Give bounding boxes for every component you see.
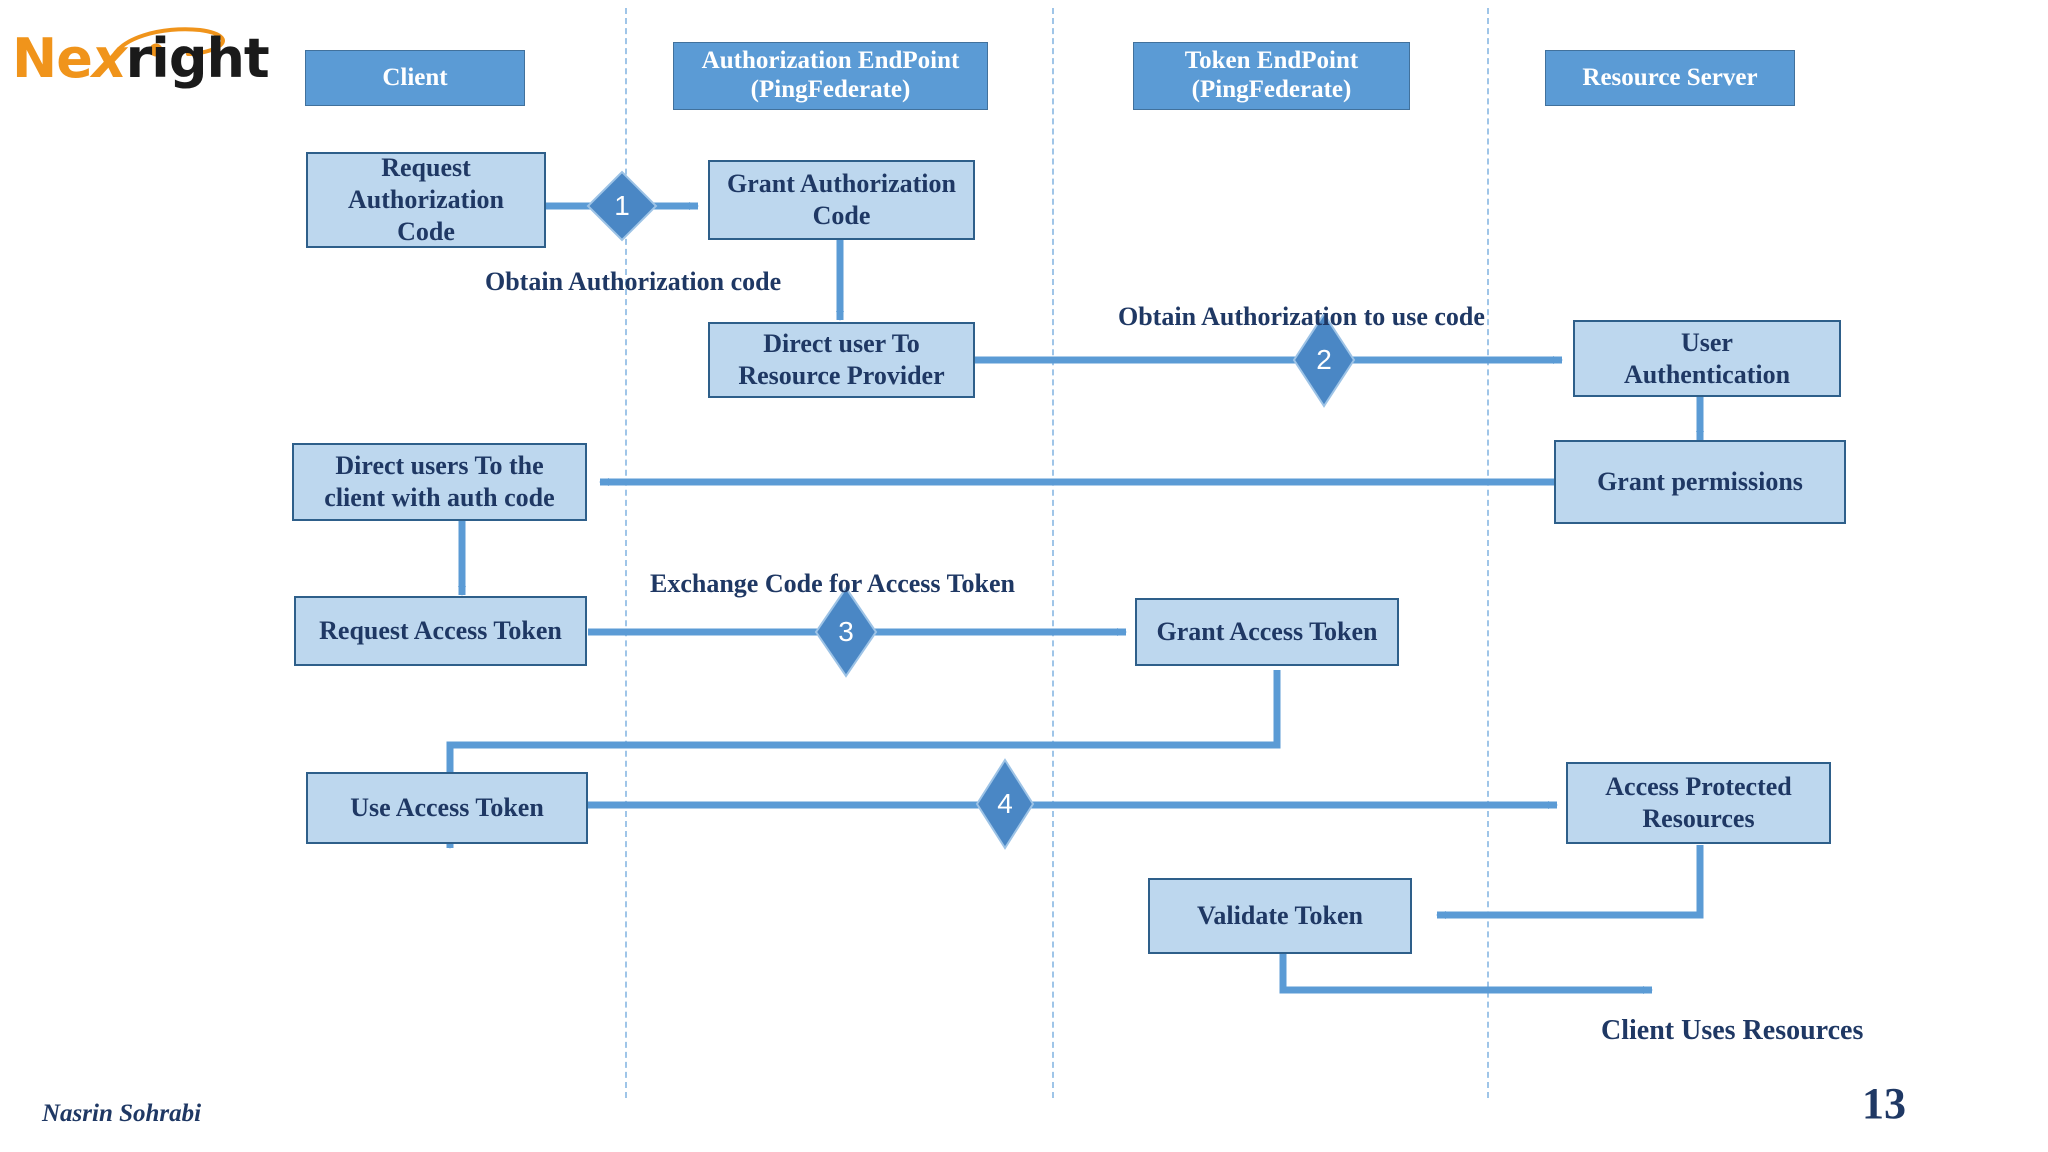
diamond-shape-1 [586,170,658,242]
diamond-shape-2 [1292,312,1356,408]
page-number: 13 [1862,1079,1906,1128]
node-direct-users-to-client-line1: Direct users To the [335,451,544,481]
node-request-access-token-line1: Request Access Token [319,616,562,646]
node-grant-access-token-line1: Grant Access Token [1156,617,1378,647]
logo-text-right: right [125,27,270,90]
logo-text-x: x [91,27,127,90]
node-direct-users-to-client: Direct users To the client with auth cod… [292,443,587,521]
node-grant-permissions: Grant permissions [1554,440,1846,524]
step-marker-1-number: 1 [614,190,630,221]
annotation-obtain-authorization-code: Obtain Authorization code [485,267,782,296]
step-marker-1: 1 [586,170,658,242]
lane-header-authorization-endpoint: Authorization EndPoint (PingFederate) [673,42,988,110]
node-access-protected-resources: Access Protected Resources [1566,762,1831,844]
lane-divider-2 [1052,8,1054,1098]
node-access-protected-resources-line2: Resources [1642,804,1755,833]
node-validate-token-line1: Validate Token [1197,901,1363,931]
lane-header-resource-server-label: Resource Server [1582,63,1758,91]
node-request-access-token: Request Access Token [294,596,587,666]
step-marker-2: 2 [1292,312,1356,408]
node-direct-user-to-resource-provider-line2: Resource Provider [738,361,945,390]
lane-header-client: Client [305,50,525,106]
node-direct-user-to-resource-provider-line1: Direct user To [763,329,920,359]
annotation-client-uses-resources: Client Uses Resources [1601,1015,1864,1046]
node-grant-permissions-line1: Grant permissions [1597,467,1803,497]
node-request-authorization-code: Request Authorization Code [306,152,546,248]
step-marker-2-number: 2 [1316,344,1332,375]
diamond-shape-4 [975,758,1035,850]
step-marker-4: 4 [975,758,1035,850]
step-marker-3: 3 [814,586,878,678]
node-use-access-token-line1: Use Access Token [350,793,544,823]
connector-validate-token-to-client-uses-resources [1279,954,1653,994]
node-grant-authorization-code-line2: Code [812,201,871,230]
author-name: Nasrin Sohrabi [42,1100,202,1127]
node-grant-authorization-code-line1: Grant Authorization [727,169,956,199]
lane-header-token-endpoint-line2: (PingFederate) [1191,76,1352,103]
node-grant-access-token: Grant Access Token [1135,598,1399,666]
annotation-obtain-authorization-to-use-code: Obtain Authorization to use code [1118,302,1485,331]
node-access-protected-resources-line1: Access Protected [1605,772,1792,802]
node-direct-users-to-client-line2: client with auth code [324,483,555,512]
lane-header-token-endpoint: Token EndPoint (PingFederate) [1133,42,1410,110]
step-marker-3-number: 3 [838,616,854,647]
step-marker-4-number: 4 [997,788,1013,819]
lane-header-authorization-endpoint-line1: Authorization EndPoint [701,47,960,75]
node-user-authentication-line2: Authentication [1623,359,1791,389]
logo-wordmark: Nexright [12,32,270,86]
node-request-authorization-code-line1: Request [381,153,471,183]
node-validate-token: Validate Token [1148,878,1412,954]
logo-text-ne: Ne [12,27,93,90]
node-user-authentication: User Authentication [1573,320,1841,397]
node-request-authorization-code-line3: Code [397,216,455,246]
lane-header-resource-server: Resource Server [1545,50,1795,106]
lane-header-client-label: Client [382,63,448,91]
node-direct-user-to-resource-provider: Direct user To Resource Provider [708,322,975,398]
swoosh-icon [110,27,225,62]
lane-divider-3 [1487,8,1489,1098]
nexright-logo: Nexright [12,18,282,96]
node-request-authorization-code-line2: Authorization [348,185,504,215]
node-grant-authorization-code: Grant Authorization Code [708,160,975,240]
lane-header-authorization-endpoint-line2: (PingFederate) [750,76,911,103]
lane-divider-1 [625,8,627,1098]
lane-header-token-endpoint-line1: Token EndPoint [1184,47,1359,75]
connector-access-protected-resources-to-validate-token [1436,845,1704,919]
node-user-authentication-line1: User [1681,327,1733,357]
node-use-access-token: Use Access Token [306,772,588,844]
diamond-shape-3 [814,586,878,678]
annotation-exchange-code-for-access-token: Exchange Code for Access Token [650,569,1015,598]
